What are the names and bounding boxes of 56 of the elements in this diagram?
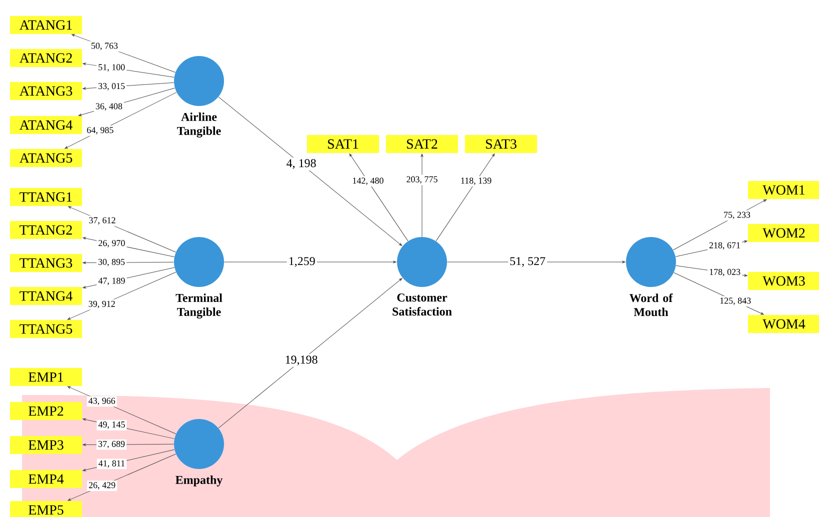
edge-label: 26, 970 [96, 238, 127, 249]
indicator-box: ATANG1 [10, 16, 82, 34]
edge-label: 39, 912 [86, 299, 117, 310]
edge-label: 178, 023 [708, 267, 742, 278]
construct-label: Airline Tangible [177, 112, 221, 138]
edge-label: 1,259 [286, 256, 317, 268]
construct-label: Empathy [176, 476, 223, 486]
indicator-box: ATANG2 [10, 49, 82, 67]
indicator-box: SAT3 [465, 135, 537, 153]
indicator-box: EMP3 [10, 436, 82, 454]
edge-label: 125, 843 [718, 296, 753, 306]
edge-label: 49, 145 [96, 420, 127, 430]
construct-label: Customer Satisfaction [392, 294, 452, 316]
edge-label: 19,198 [283, 354, 320, 367]
edge-label: 51, 527 [508, 256, 548, 268]
indicator-box: SAT1 [307, 135, 379, 153]
arrow [349, 154, 408, 242]
arrow [436, 154, 495, 242]
edge-label: 75, 233 [722, 210, 752, 221]
edge-label: 37, 612 [87, 216, 118, 226]
indicator-box: TTANG4 [10, 287, 82, 305]
edge-label: 36, 408 [94, 102, 124, 112]
indicator-box: EMP4 [10, 470, 82, 488]
indicator-box: SAT2 [386, 135, 458, 153]
edge-label: 47, 189 [96, 276, 127, 287]
edge-label: 218, 671 [707, 240, 742, 252]
edge-label: 118, 139 [458, 176, 494, 186]
construct-label: Word of Mouth [630, 294, 673, 316]
arrow [218, 96, 402, 246]
indicator-box: EMP5 [10, 501, 82, 517]
edge-label: 51, 100 [96, 62, 127, 74]
arrow [218, 278, 402, 428]
edge-label: 33, 015 [96, 82, 127, 92]
indicator-box: TTANG2 [10, 221, 82, 239]
indicator-box: WOM4 [748, 315, 819, 333]
indicator-box: WOM1 [748, 181, 819, 199]
edge-label: 203, 775 [404, 174, 440, 186]
edge-label: 142, 480 [350, 176, 386, 186]
edge-label: 26, 429 [87, 480, 118, 491]
edge-label: 30, 895 [96, 257, 127, 268]
indicator-box: ATANG4 [10, 116, 82, 134]
edge-label: 4, 198 [284, 158, 318, 170]
indicator-box: ATANG3 [10, 82, 82, 100]
construct-label: Terminal Tangible [176, 294, 222, 319]
arrow [420, 154, 424, 238]
edge-label: 64, 985 [85, 126, 116, 136]
indicator-box: EMP1 [10, 368, 82, 386]
edge-label: 37, 689 [96, 439, 127, 450]
indicator-box: TTANG1 [10, 188, 82, 206]
indicator-box: TTANG5 [10, 320, 82, 338]
edge-label: 50, 763 [89, 41, 120, 52]
indicator-box: EMP2 [10, 402, 82, 420]
indicator-box: TTANG3 [10, 254, 82, 272]
indicator-box: WOM2 [748, 224, 819, 242]
indicator-box: WOM3 [748, 272, 819, 290]
indicator-box: ATANG5 [10, 149, 82, 167]
